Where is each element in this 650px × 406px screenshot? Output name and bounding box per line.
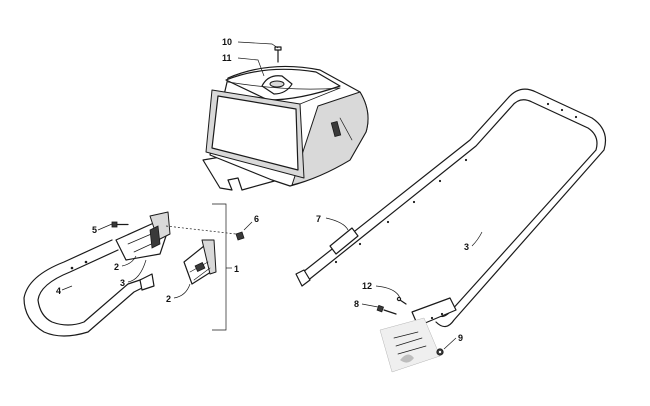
callout-6: 6 bbox=[254, 214, 259, 224]
callout-4: 4 bbox=[56, 286, 61, 296]
bracket-upper bbox=[115, 211, 171, 261]
callout-2b: 2 bbox=[166, 294, 171, 304]
callout-10: 10 bbox=[222, 37, 232, 47]
rivet-12 bbox=[396, 296, 407, 305]
callout-2a: 2 bbox=[114, 262, 119, 272]
screw-10 bbox=[274, 46, 282, 63]
warning-decal bbox=[379, 317, 441, 373]
callout-3b: 3 bbox=[464, 242, 469, 252]
leader-lines bbox=[61, 41, 483, 350]
callout-3a: 3 bbox=[120, 278, 125, 288]
callout-1: 1 bbox=[234, 264, 239, 274]
bracket-lower bbox=[183, 239, 217, 285]
callout-11: 11 bbox=[222, 53, 232, 63]
callout-5: 5 bbox=[92, 225, 97, 235]
callout-9: 9 bbox=[458, 333, 463, 343]
callout-12: 12 bbox=[362, 281, 372, 291]
storage-bag bbox=[202, 65, 369, 191]
nut-9 bbox=[436, 348, 444, 356]
bolt-5 bbox=[111, 221, 129, 228]
callout-7: 7 bbox=[316, 214, 321, 224]
nut-6 bbox=[235, 231, 245, 241]
assembly-bracket-1 bbox=[212, 203, 232, 331]
bolt-8 bbox=[376, 304, 397, 315]
bumper bbox=[23, 239, 155, 337]
callout-8: 8 bbox=[354, 299, 359, 309]
